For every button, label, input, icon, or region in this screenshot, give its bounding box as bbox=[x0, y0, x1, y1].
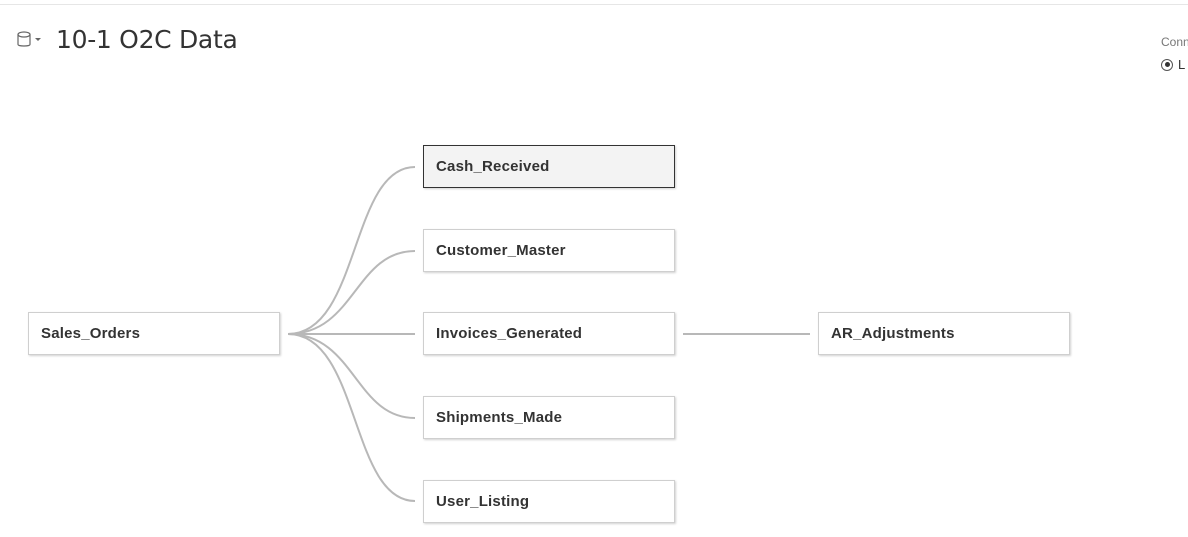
link-sales-users bbox=[287, 333, 416, 502]
table-sales-orders[interactable]: Sales_Orders bbox=[28, 312, 280, 355]
top-divider bbox=[0, 4, 1188, 5]
table-invoices-generated[interactable]: Invoices_Generated bbox=[423, 312, 675, 355]
connection-label: Conn bbox=[1161, 35, 1188, 49]
table-customer-master[interactable]: Customer_Master bbox=[423, 229, 675, 272]
table-cash-received[interactable]: Cash_Received bbox=[423, 145, 675, 188]
radio-selected-dot bbox=[1164, 62, 1170, 67]
table-shipments-made[interactable]: Shipments_Made bbox=[423, 396, 675, 439]
datasource-title[interactable]: 10-1 O2C Data bbox=[56, 25, 238, 54]
radio-button[interactable] bbox=[1161, 58, 1173, 71]
table-ar-adjustments[interactable]: AR_Adjustments bbox=[818, 312, 1070, 355]
chevron-down-icon bbox=[35, 38, 41, 41]
table-user-listing[interactable]: User_Listing bbox=[423, 480, 675, 523]
database-icon[interactable] bbox=[16, 31, 42, 49]
connection-option[interactable]: L bbox=[1161, 57, 1185, 72]
link-sales-shipments bbox=[287, 333, 416, 419]
link-sales-customer bbox=[287, 250, 416, 335]
connection-option-label: L bbox=[1178, 57, 1186, 72]
link-sales-cash bbox=[287, 166, 416, 335]
